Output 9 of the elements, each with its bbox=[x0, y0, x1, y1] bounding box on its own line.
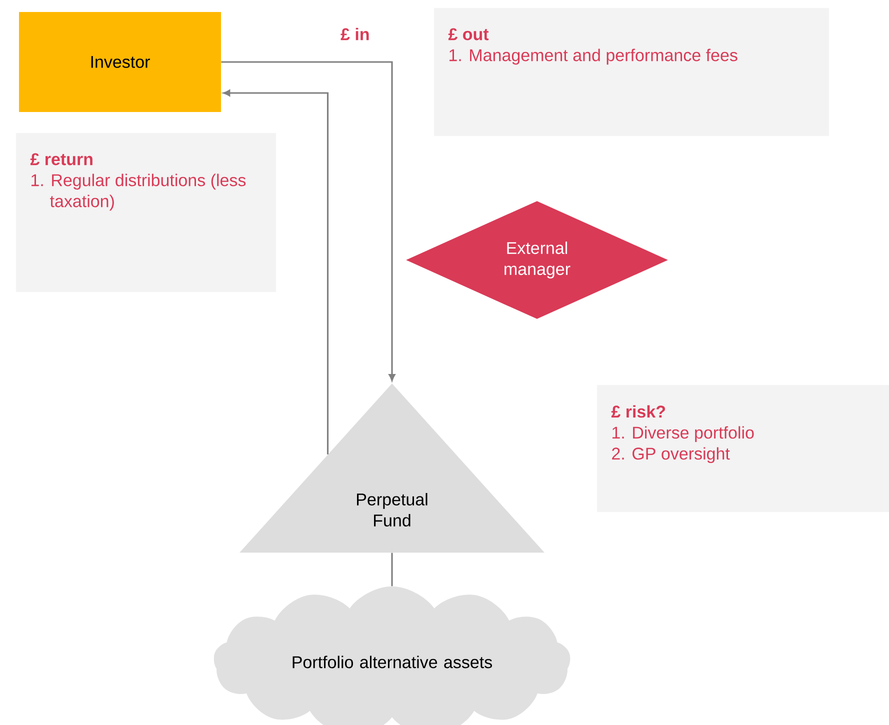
investor-box: Investor bbox=[19, 12, 221, 112]
arrow bbox=[221, 61, 396, 381]
info-panel: £ return 1. Regular distributions (less taxation) bbox=[16, 133, 276, 292]
asset-cloud: Portfolio alternative assets bbox=[214, 586, 570, 725]
fund-triangle: Perpetual Fund bbox=[240, 384, 544, 553]
edge-label: £ in bbox=[340, 28, 369, 40]
info-panel: £ risk? 1. Diverse portfolio 2. GP oversight bbox=[597, 385, 889, 512]
info-panel: £ out 1. Management and performance fees bbox=[434, 8, 829, 136]
arrow bbox=[223, 90, 329, 454]
